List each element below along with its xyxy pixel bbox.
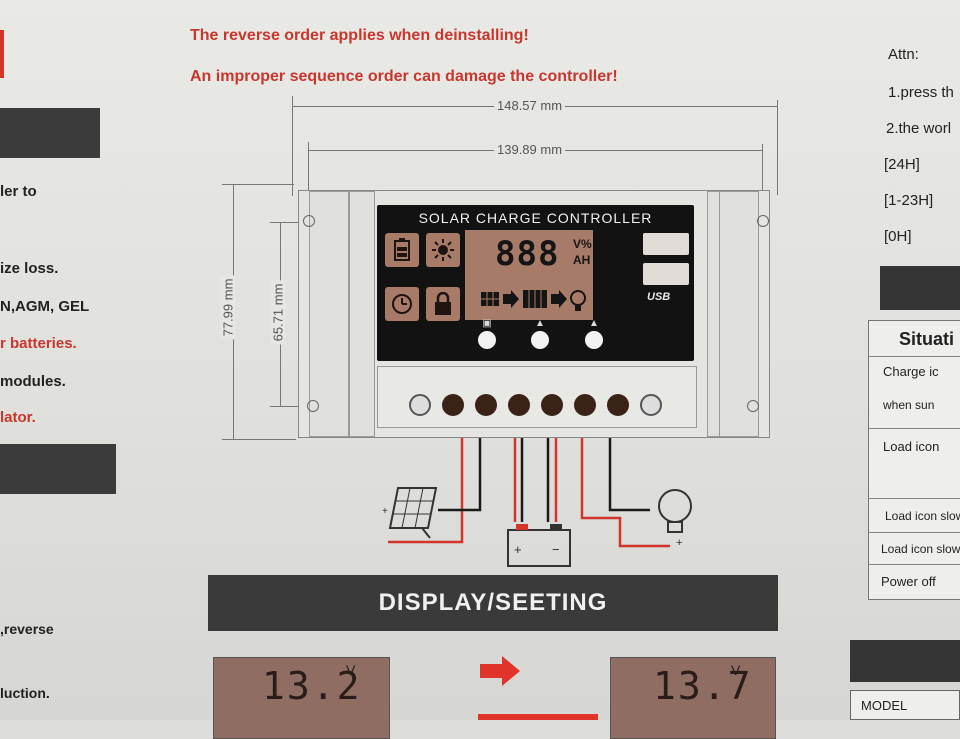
left-text-1: ler to [0,183,37,200]
table-row: Load icon slow [869,499,960,533]
mount-hole-bottom-right [747,400,759,412]
attn-line-2: 2.the worl [886,120,952,137]
menu-button[interactable] [478,331,496,349]
down-button[interactable] [585,331,603,349]
table-row: Charge ic [883,364,939,379]
dim-tick-right-outer [777,100,778,195]
left-text-5: modules. [0,373,66,390]
left-text-8: luction. [0,685,50,701]
dim-label-inner-height: 65.71 mm [270,280,286,345]
lcd-unit-top: V% [573,237,592,251]
display-example-right: 13.7 V [610,657,776,739]
display-example-left: 13.2 V [213,657,390,739]
terminal-bat-minus [541,394,563,416]
wiring-diagram [388,438,670,548]
display-unit-left: V [346,662,356,678]
attn-line-5: [0H] [884,228,912,245]
usb-port-1 [643,233,689,255]
mount-hole-top-right [757,215,769,227]
menu-button-icon: ▣ [482,318,492,329]
attn-line-1: 1.press th [888,84,954,101]
table-row: Power off [881,574,936,589]
attn-line-3: [24H] [884,156,920,173]
dim-tick-left-inner [308,142,309,214]
warning-line-1: The reverse order applies when deinstall… [190,27,529,44]
left-red-accent [0,30,4,78]
right-section-header-2 [850,640,960,682]
left-text-3: N,AGM, GEL [0,298,90,315]
heatsink-fin-left [309,191,349,437]
left-section-header-1 [0,108,100,158]
lightbulb-icon: + [658,489,692,546]
dim-tick-top-inner [270,222,306,223]
terminal-load-plus [574,394,596,416]
dim-label-outer-width: 148.57 mm [494,98,566,113]
terminal-pv-plus [442,394,464,416]
dim-tick-top-outer [222,184,294,185]
dim-tick-bottom-inner [270,406,306,407]
dim-label-inner-width: 139.89 mm [494,142,566,157]
dim-tick-right-inner [762,144,763,218]
terminal-ring-right [640,394,662,416]
svg-text:+: + [514,542,522,557]
panel-icon-clock [385,287,419,321]
lcd-digits: 888 [495,234,560,274]
lcd-screen: 888 V% AH [465,230,593,320]
solar-panel-icon: + [382,487,438,539]
display-value-right: 13.7 [653,664,753,708]
table-row: Load icon [883,439,940,454]
svg-text:−: − [552,542,560,557]
up-button-icon: ▲ [535,318,545,329]
terminal-bat-plus [508,394,530,416]
dim-label-outer-height: 77.99 mm [220,275,236,340]
mount-hole-top-left [303,215,315,227]
terminal-ring-left [409,394,431,416]
left-text-7: ,reverse [0,621,54,637]
up-button[interactable] [531,331,549,349]
display-setting-header: DISPLAY/SEETING [208,575,778,631]
heatsink-fin-left-2 [349,191,375,437]
usb-port-2 [643,263,689,285]
svg-text:+: + [676,537,682,546]
mount-hole-bottom-left [307,400,319,412]
svg-text:+: + [382,506,388,517]
right-section-header [880,266,960,310]
attn-line-4: [1-23H] [884,192,934,209]
table-row: Load icon slow [869,533,960,565]
situation-table: Situati Charge ic when sun Load icon Loa… [868,320,960,600]
left-text-2: ize loss. [0,260,59,277]
dim-tick-left-outer [292,96,293,196]
display-unit-right: V [731,662,741,678]
warning-line-2: An improper sequence order can damage th… [190,68,618,85]
controller-face-panel: SOLAR CHARGE CONTROLLER 888 V% AH [377,205,694,361]
terminal-pv-minus [475,394,497,416]
table-row [869,465,960,499]
lcd-flow-icons [481,290,586,311]
terminal-load-minus [607,394,629,416]
panel-icon-lock [426,287,460,321]
display-value-left: 13.2 [262,664,362,708]
left-text-4: r batteries. [0,335,77,352]
panel-icon-battery [385,233,419,267]
dim-tick-bottom-outer [222,439,296,440]
lcd-unit-bottom: AH [573,253,591,267]
battery-icon: + − [507,524,571,567]
controller-title: SOLAR CHARGE CONTROLLER [418,210,653,226]
table-header: Situati [869,321,960,357]
table-row: when sun [869,391,960,429]
red-underline [478,714,598,720]
left-text-6: lator. [0,409,36,426]
model-label: MODEL [850,690,960,720]
arrow-right-icon [480,656,520,686]
panel-icon-sun [426,233,460,267]
heatsink-fin-right-2 [719,191,759,437]
down-button-icon: ▲ [589,318,599,329]
left-section-header-2 [0,444,116,494]
attn-title: Attn: [888,46,919,63]
usb-label: USB [647,291,671,303]
